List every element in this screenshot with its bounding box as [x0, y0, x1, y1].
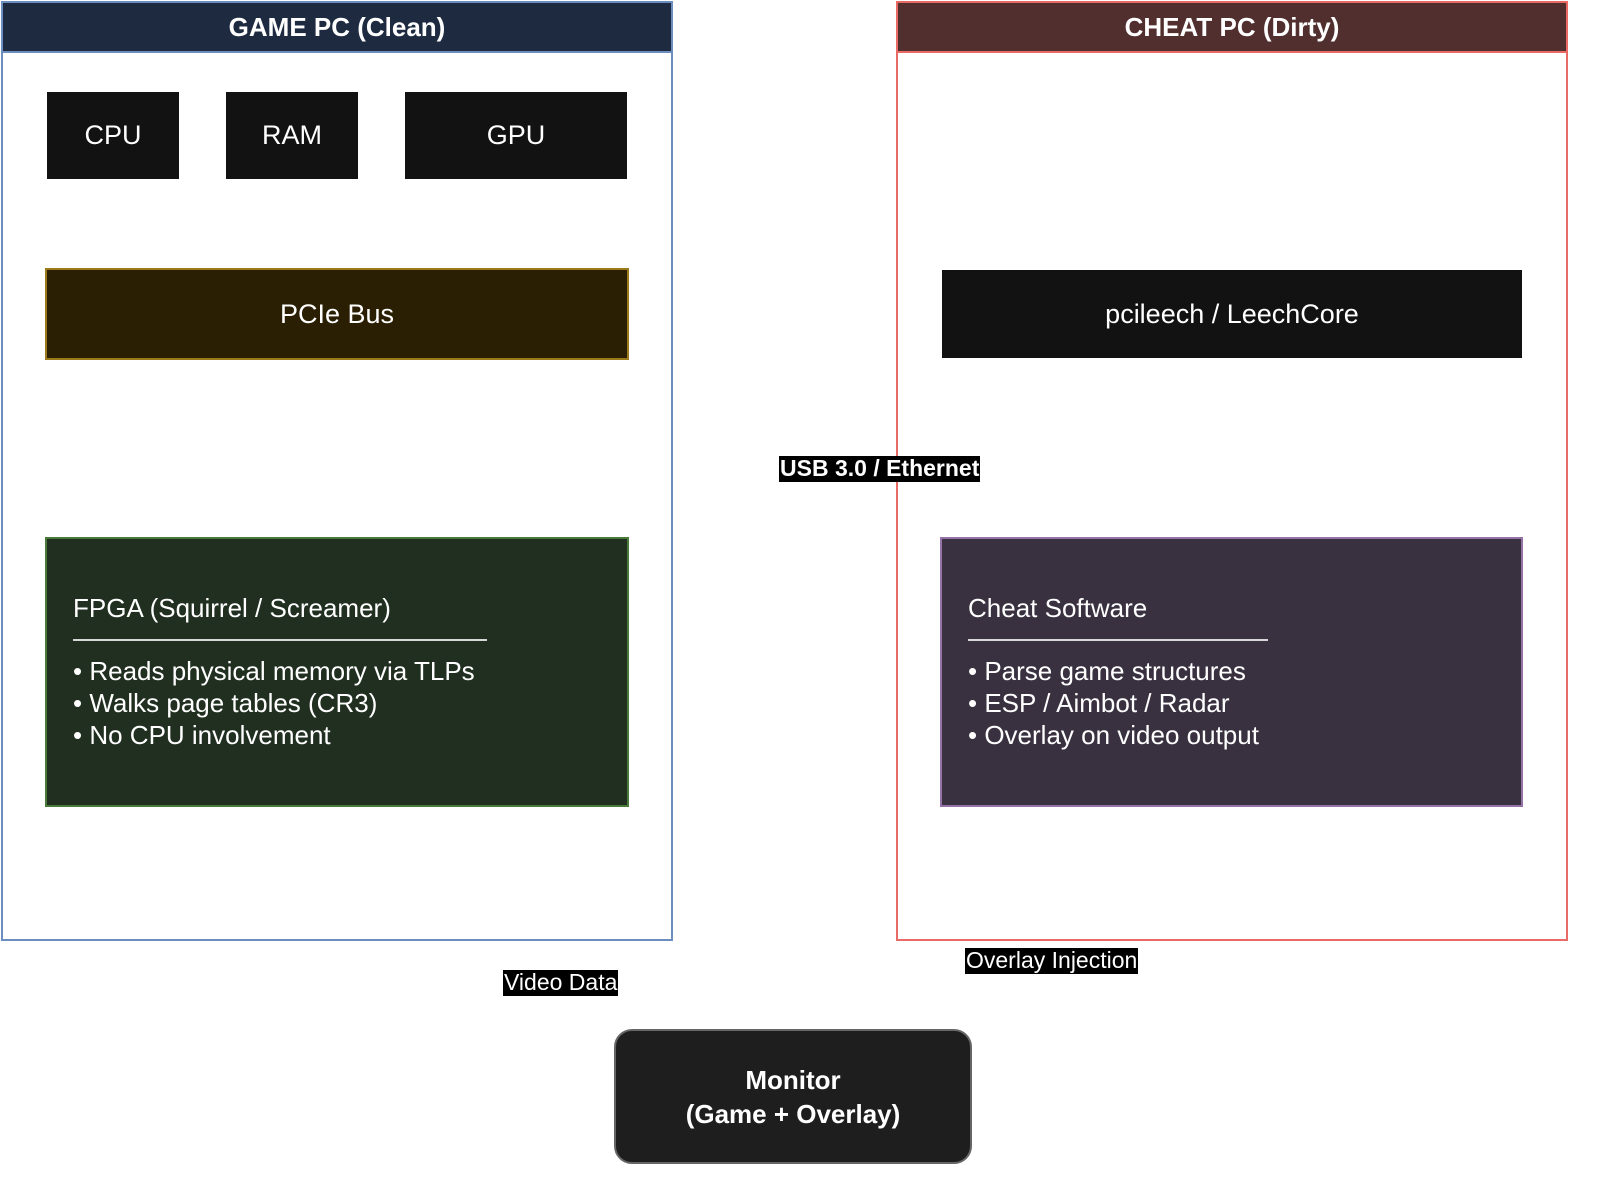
cheat-software-bullet: • ESP / Aimbot / Radar	[968, 688, 1230, 718]
monitor-subtitle: (Game + Overlay)	[685, 1098, 901, 1129]
gpu-node: GPU	[405, 92, 627, 179]
fpga-node: FPGA (Squirrel / Screamer) • Reads physi…	[45, 537, 629, 807]
connector-usb-ethernet	[629, 313, 942, 673]
fpga-bullet: • Walks page tables (CR3)	[73, 688, 378, 718]
cpu-node: CPU	[47, 92, 179, 179]
usb-ethernet-label: USB 3.0 / Ethernet	[779, 455, 981, 482]
pcie-bus-node: PCIe Bus	[45, 268, 629, 360]
fpga-bullet: • No CPU involvement	[73, 720, 331, 750]
monitor-node: Monitor (Game + Overlay)	[614, 1029, 972, 1164]
overlay-injection-label: Overlay Injection	[965, 947, 1139, 974]
cheat-software-content: Cheat Software • Parse game structures •…	[968, 591, 1268, 751]
fpga-divider	[73, 639, 487, 641]
cheat-software-node: Cheat Software • Parse game structures •…	[940, 537, 1523, 807]
video-data-label: Video Data	[503, 969, 619, 996]
fpga-title: FPGA (Squirrel / Screamer)	[73, 593, 391, 623]
cheat-software-bullet: • Parse game structures	[968, 656, 1246, 686]
cheat-software-bullet-list: • Parse game structures • ESP / Aimbot /…	[968, 655, 1268, 751]
cheat-software-divider	[968, 639, 1268, 641]
cheat-software-title: Cheat Software	[968, 593, 1148, 623]
fpga-content: FPGA (Squirrel / Screamer) • Reads physi…	[73, 591, 487, 751]
fpga-bullet-list: • Reads physical memory via TLPs • Walks…	[73, 655, 487, 751]
pcileech-node: pcileech / LeechCore	[942, 270, 1522, 358]
cheat-software-bullet: • Overlay on video output	[968, 720, 1259, 750]
game-pc-title: GAME PC (Clean)	[3, 3, 671, 53]
cheat-pc-title: CHEAT PC (Dirty)	[898, 3, 1566, 53]
monitor-title: Monitor	[745, 1064, 841, 1095]
ram-node: RAM	[226, 92, 358, 179]
fpga-bullet: • Reads physical memory via TLPs	[73, 656, 475, 686]
